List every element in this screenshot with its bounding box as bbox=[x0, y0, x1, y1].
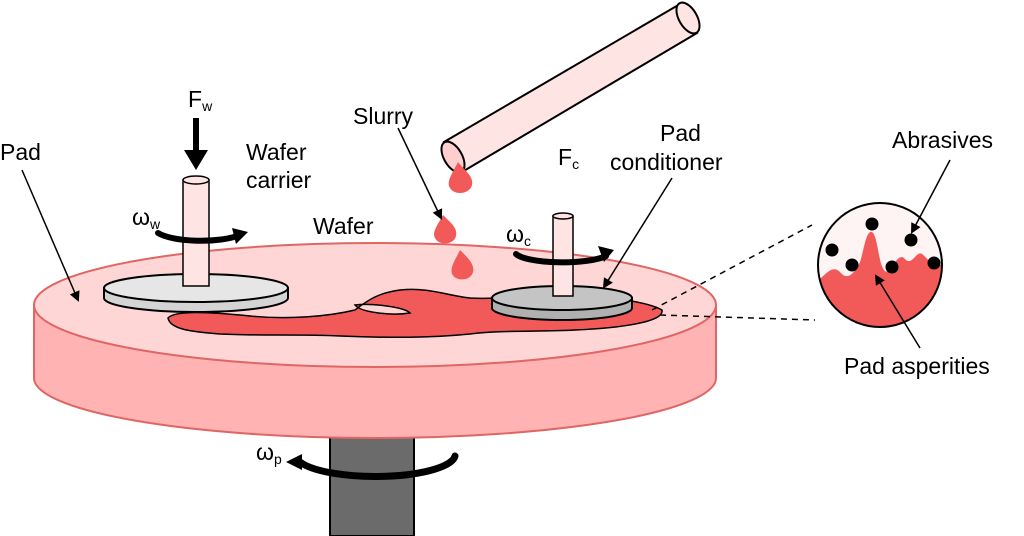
conditioner-rotation-arrow bbox=[513, 251, 609, 266]
pad-asperities-label: Pad asperities bbox=[844, 353, 990, 379]
omega-pad-label: ωp bbox=[256, 439, 282, 467]
conditioner-leader-arrow bbox=[602, 177, 673, 289]
pad-label: Pad bbox=[0, 139, 41, 165]
omega-conditioner-label: ωc bbox=[506, 221, 531, 249]
conditioner-rotation-arrowhead bbox=[598, 246, 614, 262]
abrasives-leader-arrow bbox=[911, 159, 951, 234]
omega-wafer-label: ωw bbox=[132, 204, 161, 232]
force-wafer-arrowhead bbox=[184, 150, 208, 170]
abrasives-label: Abrasives bbox=[892, 127, 993, 153]
slurry-droplets bbox=[434, 162, 474, 280]
slurry-leader-arrow bbox=[397, 127, 443, 220]
wafer-carrier-label-line1: Wafer bbox=[246, 139, 307, 165]
asperities-leader-arrow bbox=[874, 274, 921, 349]
pad-leader-arrow bbox=[21, 169, 80, 302]
force-conditioner-label: Fc bbox=[558, 144, 579, 172]
pad-conditioner bbox=[491, 212, 633, 321]
slurry-label: Slurry bbox=[353, 103, 414, 129]
pad-rotation-arrow bbox=[296, 452, 459, 480]
abrasive-particles bbox=[825, 217, 941, 274]
zoom-callout bbox=[651, 202, 943, 328]
pad-rotation-arrowhead bbox=[286, 454, 302, 470]
wafer-label: Wafer bbox=[313, 213, 374, 239]
pad-conditioner-label-line1: Pad bbox=[660, 120, 701, 146]
wafer-carrier bbox=[103, 175, 289, 313]
pad-asperity-surface bbox=[818, 231, 942, 327]
wafer-rotation-arrow bbox=[155, 230, 243, 244]
force-wafer-label: Fw bbox=[188, 86, 213, 114]
pad-conditioner-label-line2: conditioner bbox=[610, 149, 723, 175]
wafer-rotation-arrowhead bbox=[232, 228, 248, 244]
wafer-carrier-label-line2: carrier bbox=[246, 167, 312, 193]
